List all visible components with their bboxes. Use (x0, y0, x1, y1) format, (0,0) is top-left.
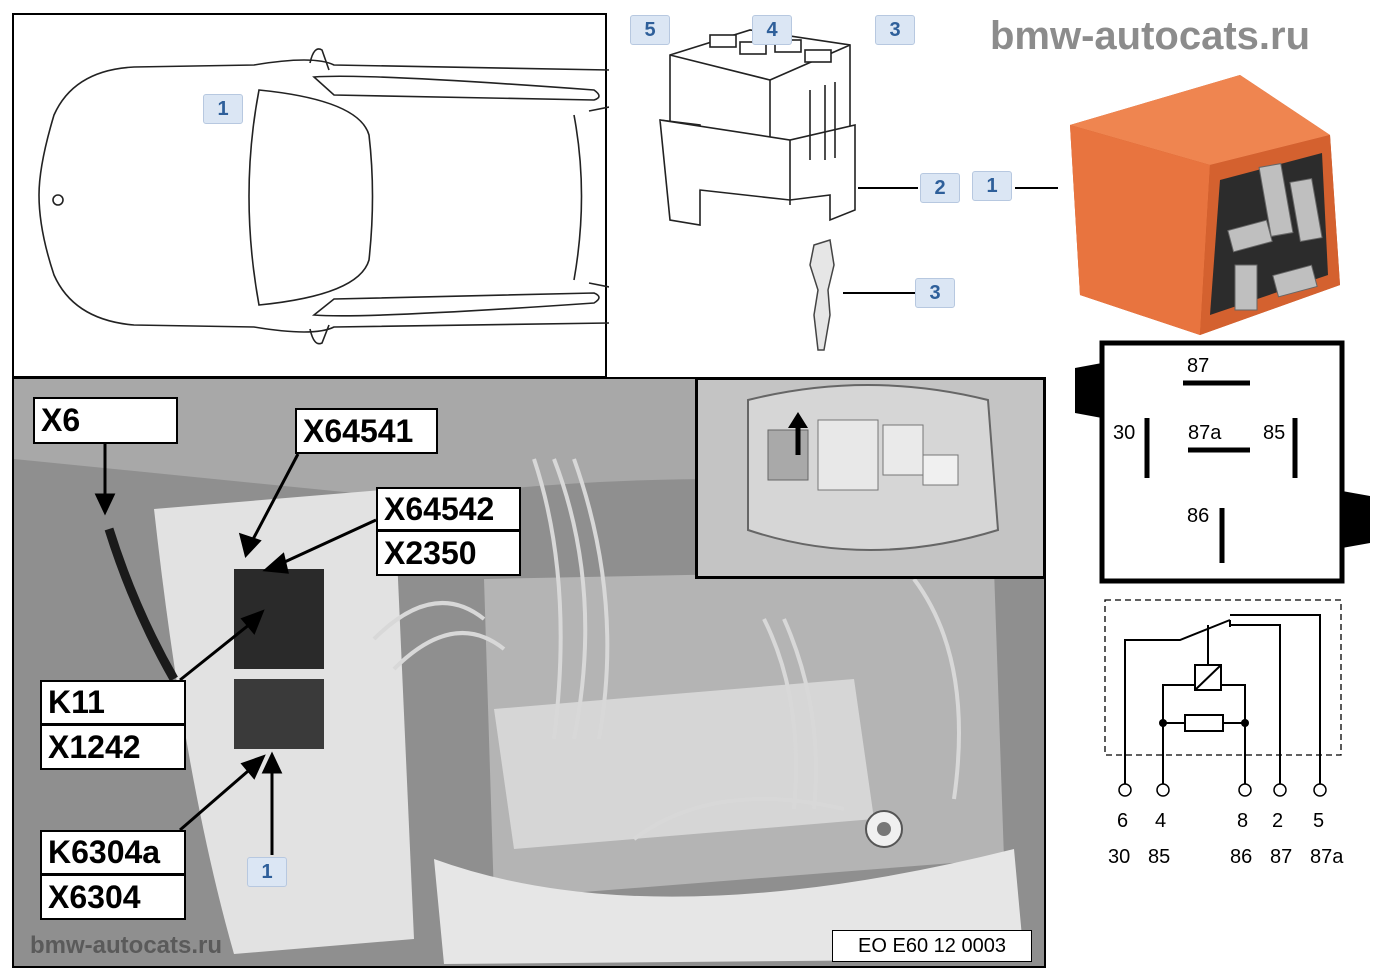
label-x6: X6 (33, 397, 178, 444)
label-k11: K11 (40, 680, 186, 725)
callout-terminal-3: 3 (915, 278, 955, 308)
schematic-pin-number: 5 (1313, 810, 1325, 832)
callout-photo-1: 1 (247, 857, 287, 887)
label-x6304: X6304 (40, 874, 186, 920)
callout-top-3: 3 (875, 15, 915, 45)
schematic-terminal-label: 85 (1148, 846, 1171, 868)
watermark-bottom: bmw-autocats.ru (30, 932, 223, 959)
pin-30-label: 30 (1113, 422, 1136, 444)
schematic-terminal-label: 30 (1108, 846, 1131, 868)
callout-top-5: 5 (630, 15, 670, 45)
label-x2350: X2350 (376, 530, 521, 576)
schematic-terminal-label: 87 (1270, 846, 1293, 868)
figure-code: EO E60 12 0003 (832, 930, 1032, 962)
relay-photo (1070, 75, 1340, 335)
label-k6304a: K6304a (40, 830, 186, 875)
schematic-terminal-label: 87a (1310, 846, 1344, 868)
pin-87a-label: 87a (1188, 422, 1222, 444)
pin-85-label: 85 (1263, 422, 1286, 444)
pin-86-label: 86 (1187, 505, 1210, 527)
label-x1242: X1242 (40, 724, 186, 770)
relay-pinout-diagram (1075, 340, 1370, 584)
inset-engine-bay-illustration (698, 380, 1043, 576)
inset-location-photo (695, 377, 1046, 579)
watermark-top: bmw-autocats.ru (990, 14, 1311, 58)
relay-schematic (1104, 599, 1342, 797)
schematic-terminal-label: 86 (1230, 846, 1253, 868)
car-outline-drawing (38, 48, 609, 345)
terminal-drawing (809, 239, 835, 351)
label-x64541: X64541 (295, 408, 438, 454)
pin-87-label: 87 (1187, 355, 1210, 377)
schematic-pin-number: 6 (1117, 810, 1129, 832)
callout-top-4: 4 (752, 15, 792, 45)
schematic-pin-number: 2 (1272, 810, 1284, 832)
schematic-pin-number: 4 (1155, 810, 1167, 832)
callout-1-relay: 1 (972, 171, 1012, 201)
relay-holder-drawing (659, 29, 856, 226)
label-x64542: X64542 (376, 487, 521, 531)
callout-2: 2 (920, 173, 960, 203)
schematic-pin-number: 8 (1237, 810, 1249, 832)
callout-car-location-1: 1 (203, 94, 243, 124)
car-top-view-panel (12, 13, 609, 378)
